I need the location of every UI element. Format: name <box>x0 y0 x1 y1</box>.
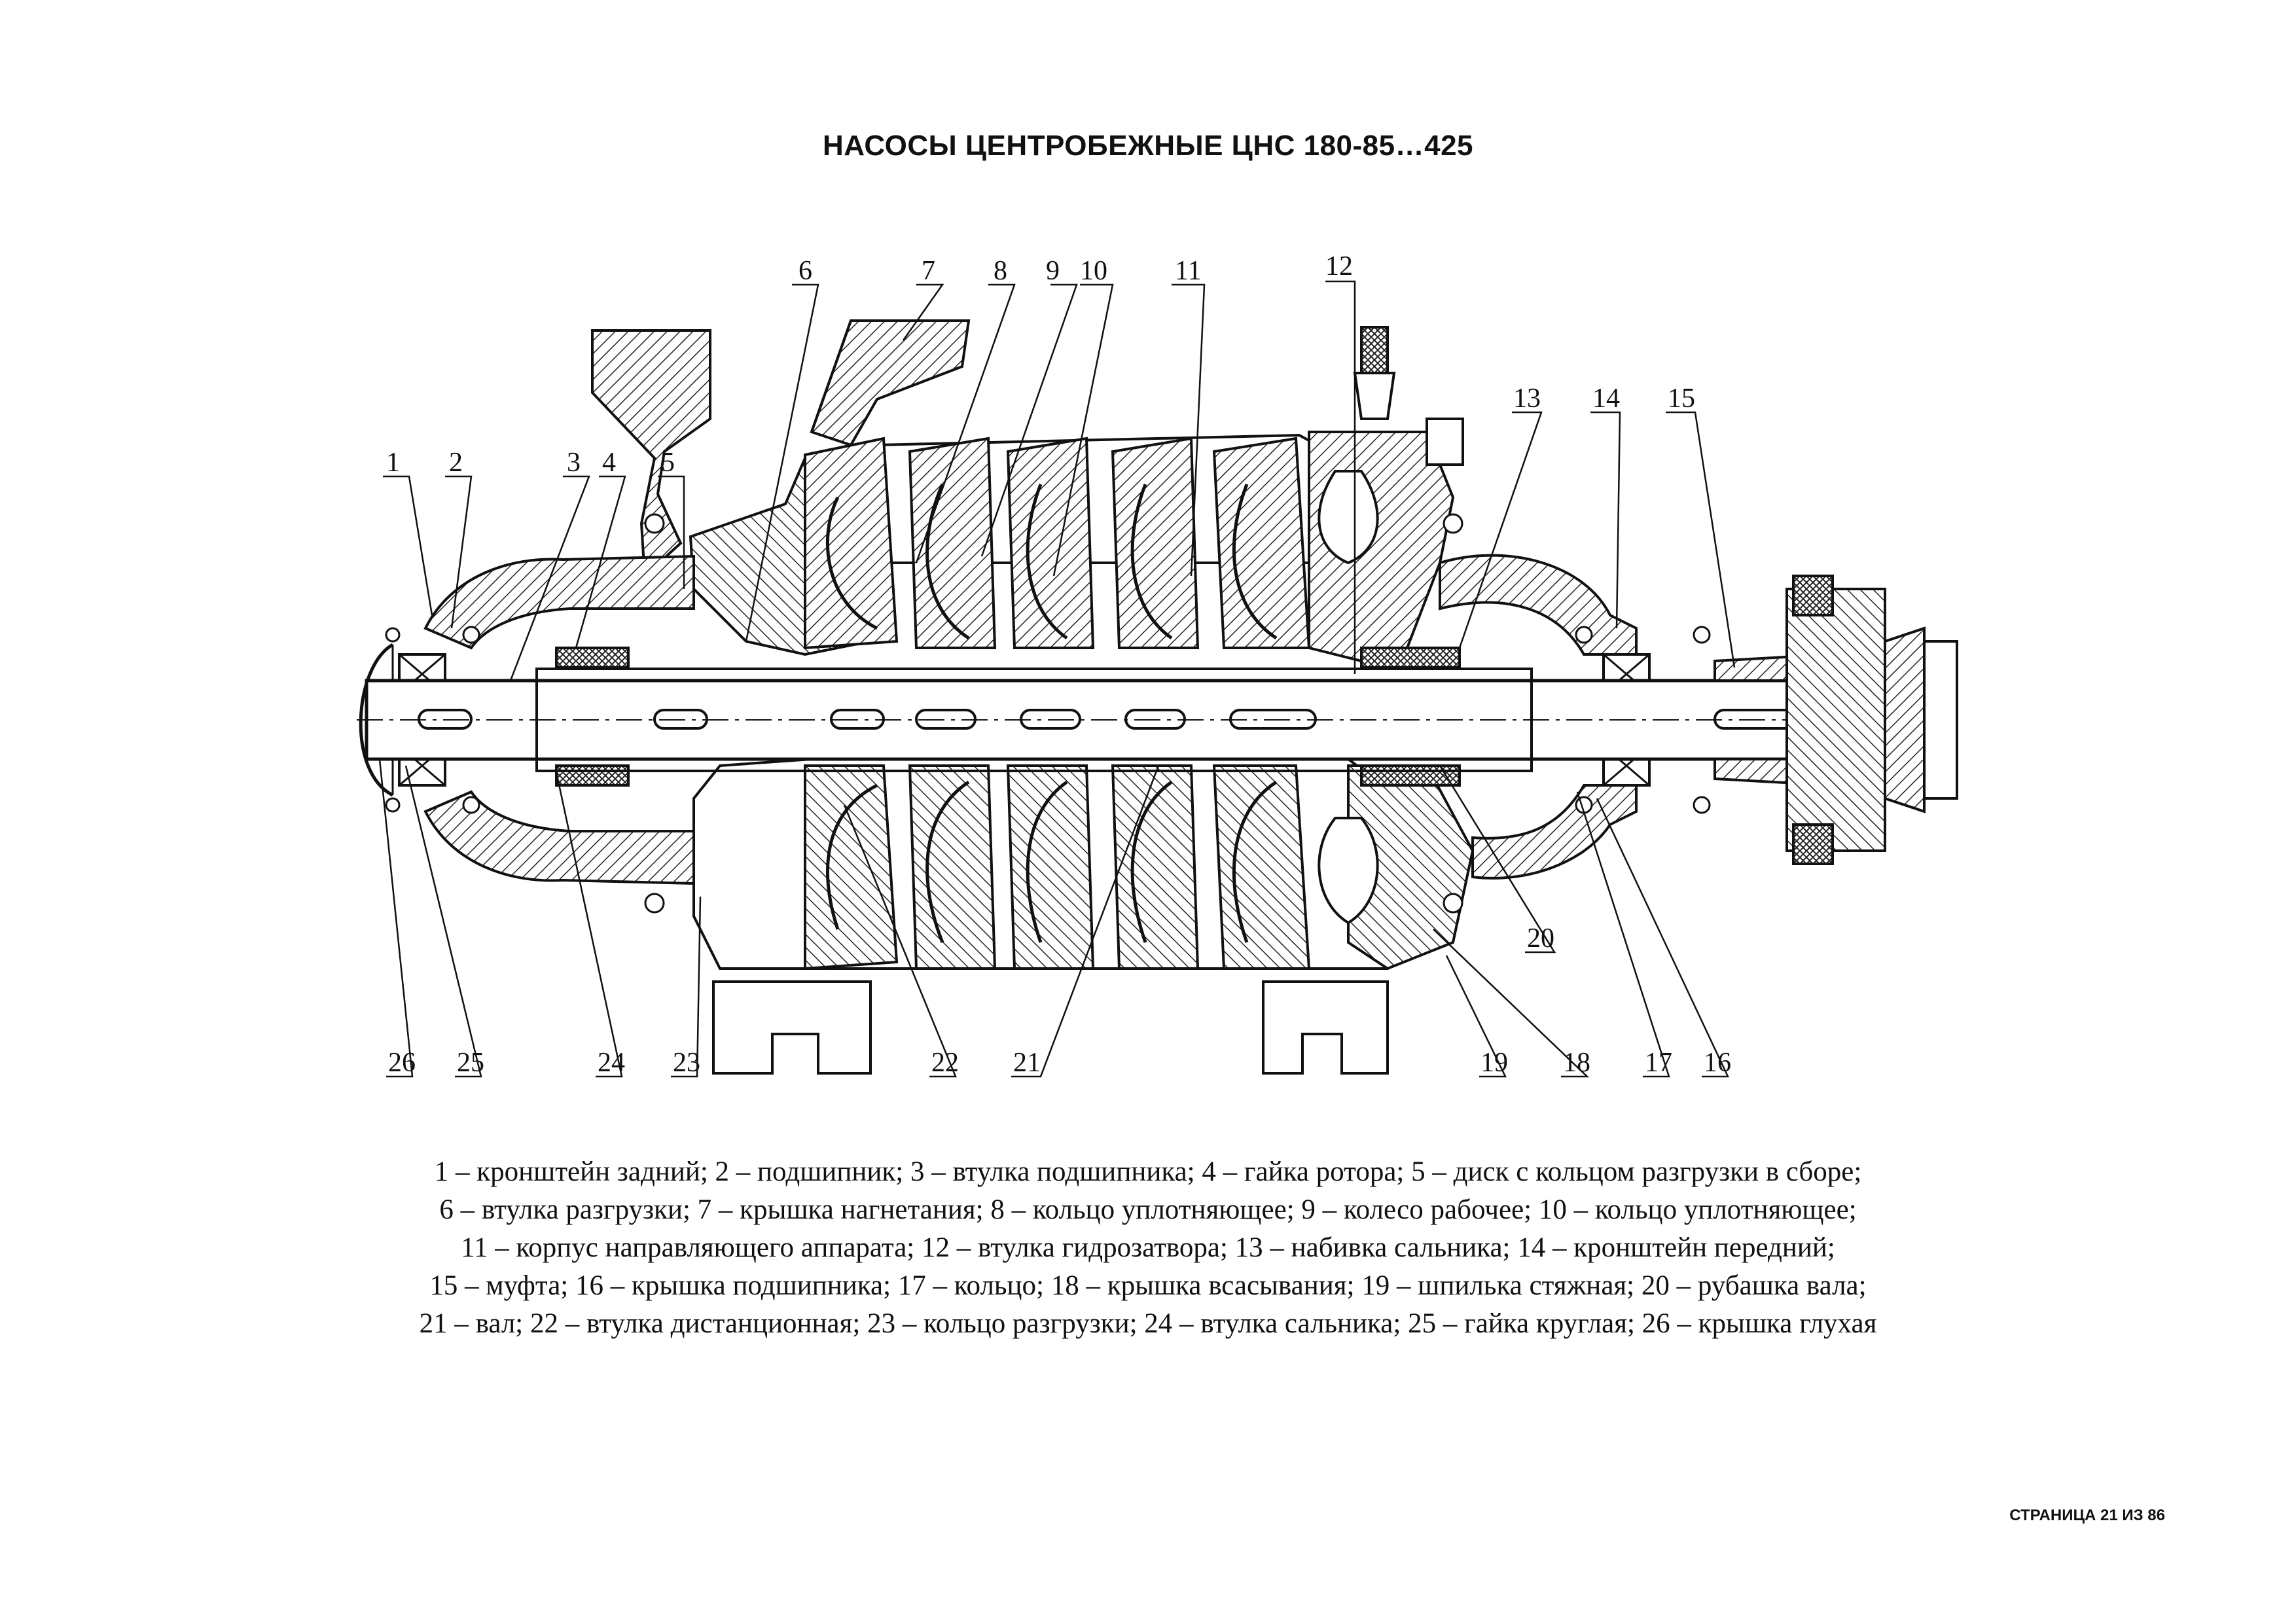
legend-line: 11 – корпус направляющего аппарата; 12 –… <box>461 1232 1835 1263</box>
callout-14: 14 <box>1592 383 1620 414</box>
callout-9: 9 <box>1046 256 1060 286</box>
callout-17: 17 <box>1645 1048 1672 1078</box>
callout-19: 19 <box>1480 1048 1508 1078</box>
callout-4: 4 <box>602 448 616 478</box>
callout-18: 18 <box>1563 1048 1590 1078</box>
callout-24: 24 <box>598 1048 625 1078</box>
parts-legend: 1 – кронштейн задний; 2 – подшипник; 3 –… <box>0 1153 2296 1343</box>
callout-labels: 1 2 3 4 5 6 7 8 9 10 11 12 13 14 15 16 1… <box>386 251 1731 1078</box>
callout-15: 15 <box>1668 383 1695 414</box>
diffuser-segments-top <box>804 437 1311 650</box>
callout-6: 6 <box>798 256 812 286</box>
pump-body <box>357 319 1958 1075</box>
callout-1: 1 <box>386 448 400 478</box>
callout-22: 22 <box>931 1048 959 1078</box>
callout-11: 11 <box>1175 256 1201 286</box>
callout-16: 16 <box>1704 1048 1731 1078</box>
callout-12: 12 <box>1325 251 1353 281</box>
impellers-bottom <box>826 780 1278 943</box>
callout-21: 21 <box>1013 1048 1041 1078</box>
callout-2: 2 <box>449 448 463 478</box>
callout-5: 5 <box>661 448 675 478</box>
callout-3: 3 <box>567 448 581 478</box>
callout-23: 23 <box>673 1048 700 1078</box>
callout-26: 26 <box>388 1048 416 1078</box>
callout-25: 25 <box>457 1048 484 1078</box>
callout-7: 7 <box>922 256 935 286</box>
impellers-top <box>826 483 1278 640</box>
page-title: НАСОСЫ ЦЕНТРОБЕЖНЫЕ ЦНС 180-85…425 <box>822 130 1474 162</box>
callout-8: 8 <box>994 256 1007 286</box>
legend-line: 15 – муфта; 16 – крышка подшипника; 17 –… <box>429 1270 1867 1301</box>
page-number: СТРАНИЦА 21 ИЗ 86 <box>2009 1507 2165 1524</box>
callout-20: 20 <box>1527 923 1554 954</box>
callout-leaders <box>378 280 1736 1078</box>
legend-line: 21 – вал; 22 – втулка дистанционная; 23 … <box>419 1308 1877 1339</box>
diffuser-segments-bottom <box>804 764 1311 971</box>
callout-10: 10 <box>1080 256 1107 286</box>
legend-line: 1 – кронштейн задний; 2 – подшипник; 3 –… <box>434 1156 1862 1187</box>
legend-line: 6 – втулка разгрузки; 7 – крышка нагнета… <box>439 1194 1857 1225</box>
callout-13: 13 <box>1513 383 1541 414</box>
